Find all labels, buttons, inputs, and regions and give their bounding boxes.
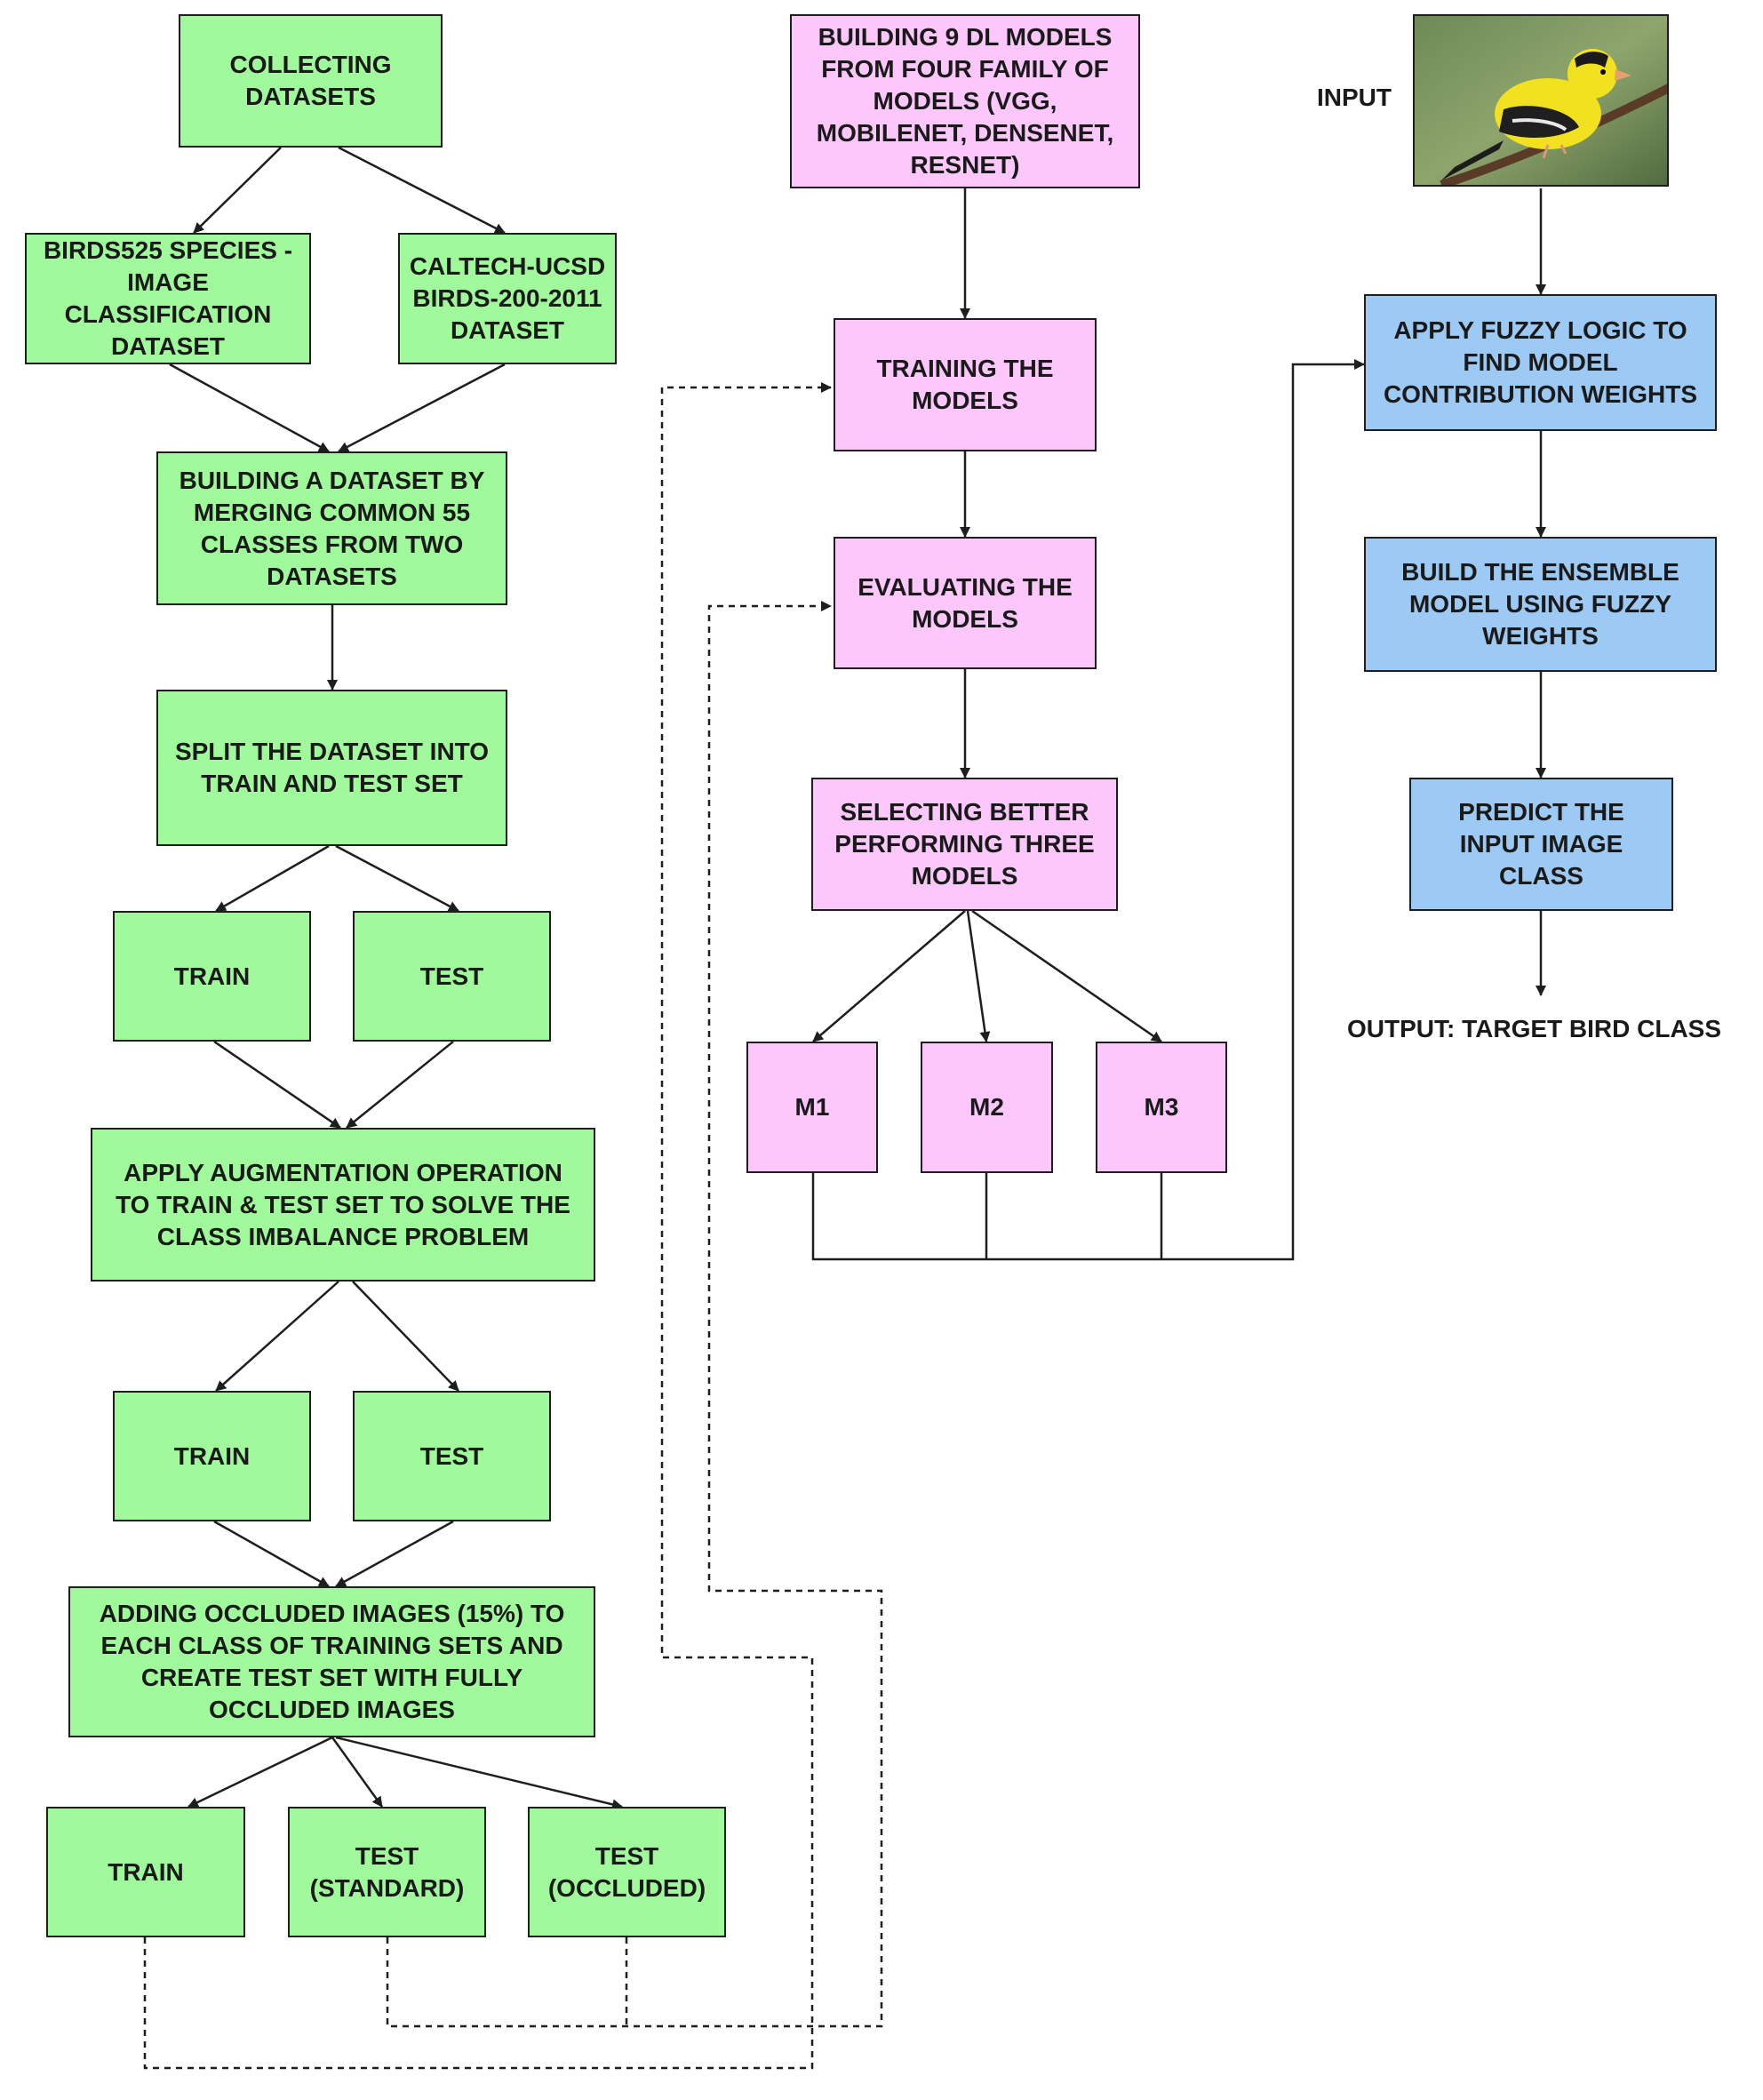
input-label: INPUT: [1317, 84, 1392, 111]
arrow-train2-to-occlude: [213, 1520, 330, 1588]
arrow-train1-to-augment: [213, 1040, 341, 1130]
model-m2-box: M2: [921, 1042, 1053, 1173]
arrow-test2-to-occlude: [335, 1520, 454, 1588]
train-box-1: TRAIN: [113, 911, 311, 1042]
arrow-occlude-to-test-standard: [331, 1737, 384, 1808]
arrow-occlude-to-train3: [187, 1736, 333, 1809]
connector-models-to-fuzzy: [811, 359, 1365, 1261]
model-m3-box: M3: [1096, 1042, 1227, 1173]
arrow-birds525-to-merge: [169, 363, 330, 453]
arrow-split-to-test1: [335, 844, 459, 913]
evaluating-models-box: EVALUATING THE MODELS: [834, 537, 1097, 669]
merge-dataset-box: BUILDING A DATASET BY MERGING COMMON 55 …: [156, 451, 507, 605]
output-label: OUTPUT: TARGET BIRD CLASS: [1347, 1015, 1722, 1042]
arrow-caltech-to-merge: [338, 363, 506, 453]
arrow-split-to-train1: [215, 844, 330, 913]
arrow-collect-to-caltech: [338, 146, 506, 235]
build-models-box: BUILDING 9 DL MODELS FROM FOUR FAMILY OF…: [790, 14, 1140, 188]
split-dataset-box: SPLIT THE DATASET INTO TRAIN AND TEST SE…: [156, 690, 507, 846]
test-box-2: TEST: [353, 1391, 551, 1521]
train-box-2: TRAIN: [113, 1391, 311, 1521]
fuzzy-logic-box: APPLY FUZZY LOGIC TO FIND MODEL CONTRIBU…: [1364, 294, 1717, 431]
test-standard-box: TEST (STANDARD): [288, 1807, 486, 1937]
arrow-collect-to-birds525: [193, 147, 282, 234]
arrow-selecting-to-m2: [966, 910, 991, 1042]
dashed-train3-to-training: [143, 382, 832, 2070]
model-m1-box: M1: [746, 1042, 878, 1173]
test-box-1: TEST: [353, 911, 551, 1042]
train-box-3: TRAIN: [46, 1807, 245, 1937]
arrow-occlude-to-test-occluded: [335, 1736, 623, 1810]
arrow-augment-to-train2: [215, 1281, 339, 1392]
arrow-selecting-to-m3: [971, 909, 1162, 1043]
arrow-augment-to-test2: [352, 1281, 459, 1392]
ensemble-model-box: BUILD THE ENSEMBLE MODEL USING FUZZY WEI…: [1364, 537, 1717, 672]
training-models-box: TRAINING THE MODELS: [834, 318, 1097, 451]
caltech-dataset-box: CALTECH-UCSD BIRDS-200-2011 DATASET: [398, 233, 617, 364]
augmentation-box: APPLY AUGMENTATION OPERATION TO TRAIN & …: [91, 1128, 595, 1282]
birds525-dataset-box: BIRDS525 SPECIES - IMAGE CLASSIFICATION …: [25, 233, 311, 364]
selecting-models-box: SELECTING BETTER PERFORMING THREE MODELS: [811, 778, 1118, 911]
predict-class-box: PREDICT THE INPUT IMAGE CLASS: [1409, 778, 1673, 911]
dashed-tests-to-evaluating: [386, 601, 883, 2028]
arrow-selecting-to-m1: [812, 910, 966, 1042]
test-occluded-box: TEST (OCCLUDED): [528, 1807, 726, 1937]
occlusion-box: ADDING OCCLUDED IMAGES (15%) TO EACH CLA…: [68, 1586, 595, 1737]
arrow-test1-to-augment: [346, 1041, 454, 1129]
collecting-datasets-box: COLLECTING DATASETS: [179, 14, 443, 148]
yellow-bird-input-image: [1413, 14, 1669, 187]
